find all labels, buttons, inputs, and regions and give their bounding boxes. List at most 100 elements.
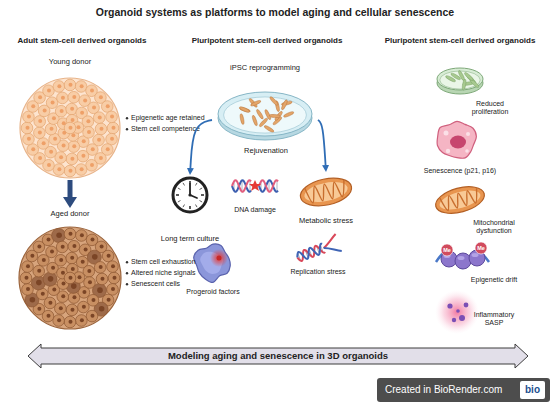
organoid-cell [20,272,32,284]
replication-stress-icon [294,234,342,266]
clock-tick [178,188,181,190]
cell-nucleus [100,277,104,281]
cell-nucleus [30,297,36,303]
cell-nucleus [99,306,105,312]
flow-arrow [318,120,326,165]
progeroid-glow [210,249,228,267]
cell-nucleus [31,104,35,108]
clock-tick [200,201,203,203]
organoid-cell [55,105,67,117]
cultured-cell [464,72,474,82]
cell-nucleus [99,95,103,99]
dna-strand [296,243,326,262]
cell-nucleus [38,95,42,99]
cell-nucleus [110,115,114,119]
organoid-cell [66,153,78,165]
cell-nucleus [97,287,103,293]
bullet-text: Epigenetic age retained [131,114,221,122]
cell-nucleus [69,126,73,130]
organoid-cell [78,301,90,313]
organoid-cell [23,111,35,123]
cultured-cell [239,113,244,124]
mitochondrion [433,182,488,218]
bullet-dot [126,261,128,263]
cell-nucleus [87,269,91,273]
cell-nucleus [88,280,92,284]
cell-nucleus [70,256,74,260]
mito-inner [438,187,483,213]
clock-tick [201,194,204,196]
cell-nucleus [59,258,63,262]
cytokine [459,315,465,321]
cell-nucleus [38,130,42,134]
cell-nucleus [59,155,63,159]
mito-outer [298,174,354,210]
replication-fork [324,242,342,256]
bullet-text: Stem cell exhaustion [131,258,221,266]
organoid-cell [108,272,120,284]
cell-nucleus [52,287,56,291]
cell-nucleus [42,141,46,145]
organoid-cell [53,164,65,176]
cell-nucleus [26,126,30,130]
organoid-cell [107,261,119,273]
cell-nucleus [53,137,57,141]
organoid-cell [34,127,46,139]
cell-nucleus [81,154,85,158]
cultured-cell [256,109,265,120]
cell-nucleus [61,245,65,249]
cell-nucleus [61,96,65,100]
dish-base [218,92,312,136]
cell-nucleus [56,232,62,238]
organoid-cell [68,141,80,153]
cell-nucleus [97,138,101,142]
mito-inner [303,179,350,206]
cell-nucleus [69,276,73,280]
cell-nucleus [49,150,53,154]
organoid-cell [86,310,98,322]
cell-nucleus [91,147,95,151]
cell-nucleus [69,169,73,173]
organoid-cell [53,315,65,327]
icon-caption: DNA damage [225,206,285,214]
organoid-cell [106,133,118,145]
dna-strand [259,180,278,192]
clock-tick [183,183,185,186]
cell-nucleus [90,163,94,167]
organoid-cell [37,138,49,150]
cell-nucleus [80,233,84,237]
cell-nucleus [70,308,74,312]
organoid-cell [77,150,89,162]
node-label: Young donor [18,58,122,67]
organoid-cell [101,101,113,113]
cultured-cell [239,107,250,113]
cell-nucleus [70,157,74,161]
cell-nucleus [112,126,116,130]
mito-outer [433,182,488,218]
cell-vacuole [465,149,469,153]
cell-nucleus [26,287,30,291]
cell-nucleus [51,266,55,270]
dna-break [249,180,261,191]
histone-highlight [458,256,465,260]
cell-nucleus [47,314,51,318]
dna-strand [232,180,251,192]
node-label: Created in BioRender.com [385,378,502,402]
methyl-mark [475,242,487,254]
cell-nucleus [106,147,110,151]
cell-nucleus [92,106,96,110]
node-label: Long term culture [155,235,225,244]
icon-caption: Inflammatory SASP [468,311,520,327]
organoid-cell [94,262,106,274]
progeroid-cell [194,244,231,283]
bullet-dot [126,128,128,130]
cell-nucleus [80,111,84,115]
organoid-body [20,78,120,178]
cell-nucleus [72,95,76,99]
flow-arrow [68,180,73,197]
cell-nucleus [70,107,74,111]
cell-nucleus [30,254,34,258]
organoid-cell [66,304,78,316]
organoid-cell [64,272,76,284]
cell-nucleus [90,88,94,92]
